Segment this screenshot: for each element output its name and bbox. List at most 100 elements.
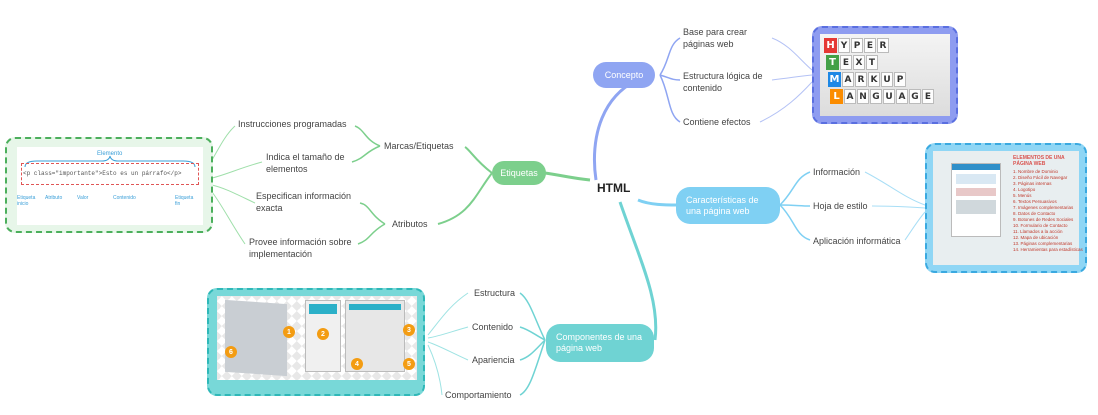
node-marcas-etiquetas[interactable]: Marcas/Etiquetas [384, 141, 454, 151]
leaf-contiene-efectos[interactable]: Contiene efectos [683, 117, 751, 127]
mockup-header [952, 164, 1000, 170]
link-etiquetas-marcas [464, 146, 493, 174]
leaf-aplicacion[interactable]: Aplicación informática [813, 236, 901, 246]
link-comp-l2 [519, 326, 546, 341]
link-concepto-l3 [659, 74, 681, 123]
elements-list-item: 1. Nombre de Dominio [1013, 169, 1059, 174]
mockup-block [956, 188, 996, 196]
hypertext-letter: U [881, 72, 893, 87]
element-diagram-inner: Elemento <p class="importante">Esto es u… [17, 147, 203, 225]
elements-list-item: 12. Mapa de ubicación [1013, 235, 1059, 240]
element-brace [24, 155, 196, 168]
leaf-especifican[interactable]: Especifican información exacta [256, 191, 352, 213]
link-car-img-1 [864, 171, 926, 206]
elements-list-item: 5. Menús [1013, 193, 1032, 198]
browser-mockup [951, 163, 1001, 237]
leaf-instrucciones[interactable]: Instrucciones programadas [238, 119, 347, 129]
link-concepto-l2 [659, 74, 681, 81]
component-mid-header [309, 304, 337, 314]
link-center-concepto [592, 73, 651, 181]
link-etiquetas-atributos [437, 172, 493, 225]
component-badge: 4 [351, 358, 363, 370]
element-code-box [21, 163, 199, 185]
link-leaves-image-2 [211, 161, 263, 179]
hypertext-letter: R [877, 38, 889, 53]
component-badge: 5 [403, 358, 415, 370]
elements-list-item: 13. Páginas complementarias [1013, 241, 1073, 246]
component-panel-mid [305, 300, 341, 372]
leaf-comportamiento[interactable]: Comportamiento [445, 390, 512, 400]
leaf-contenido[interactable]: Contenido [472, 322, 514, 332]
leaf-base-paginas[interactable]: Base para crear páginas web [683, 27, 748, 49]
link-comp-img-3 [427, 341, 469, 361]
elements-list-title: ELEMENTOS DE UNA PÁGINA WEB [1013, 155, 1065, 167]
link-car-img-2 [871, 205, 926, 209]
link-leaves-image-4 [211, 191, 246, 245]
leaf-estructura[interactable]: Estructura [474, 288, 516, 298]
link-comp-img-1 [427, 292, 469, 336]
component-badge: 6 [225, 346, 237, 358]
hypertext-letter: E [840, 55, 852, 70]
link-comp-l1 [519, 292, 546, 341]
link-car-l3 [779, 204, 811, 241]
hypertext-initial: L [830, 89, 843, 104]
leaf-hoja-estilo[interactable]: Hoja de estilo [813, 201, 868, 211]
link-comp-img-4 [427, 344, 443, 396]
part-etiqueta-inicio: Etiqueta inicio [17, 195, 36, 207]
hypertext-letter: N [857, 89, 869, 104]
node-atributos[interactable]: Atributos [392, 219, 428, 229]
component-panel-left [225, 299, 287, 377]
elements-list-item: 4. Logotipo [1013, 187, 1036, 192]
leaf-estructura-logica[interactable]: Estructura lógica de contenido [683, 71, 763, 93]
branch-etiquetas[interactable]: Etiquetas [492, 161, 546, 185]
elements-list-image[interactable]: ELEMENTOS DE UNA PÁGINA WEB 1. Nombre de… [925, 143, 1087, 273]
link-center-caracteristicas [637, 198, 679, 207]
leaf-provee[interactable]: Provee información sobre implementación [249, 237, 352, 259]
link-comp-img-2 [427, 326, 469, 339]
link-car-img-3 [904, 211, 926, 241]
branch-caracteristicas[interactable]: Características de una página web [676, 187, 780, 224]
branch-concepto[interactable]: Concepto [593, 62, 655, 88]
link-concepto-l1 [659, 37, 681, 76]
link-concepto-img-1 [771, 37, 813, 71]
link-leaves-image-3 [211, 184, 256, 204]
branch-componentes[interactable]: Componentes de una página web [546, 324, 654, 362]
part-contenido: Contenido [113, 195, 136, 201]
link-atrib-provee [357, 223, 386, 245]
link-center-etiquetas [544, 171, 591, 182]
hypertext-letter: E [864, 38, 876, 53]
link-marcas-indica [351, 145, 381, 163]
mockup-block-2 [956, 200, 996, 214]
elements-list-inner: ELEMENTOS DE UNA PÁGINA WEB 1. Nombre de… [933, 151, 1083, 265]
link-concepto-img-3 [759, 81, 813, 123]
hypertext-letter: U [883, 89, 895, 104]
elements-list-item: 14. Herramientas para estadísticas [1013, 247, 1083, 252]
elements-list-item: 2. Diseño Fácil de Navegar [1013, 175, 1068, 180]
link-car-l1 [779, 171, 811, 206]
element-title: Elemento [97, 151, 123, 157]
mockup-banner [956, 174, 996, 184]
elements-list-item: 9. Botones de Redes Sociales [1013, 217, 1074, 222]
central-topic[interactable]: HTML [597, 181, 631, 195]
element-diagram-image[interactable]: Elemento <p class="importante">Esto es u… [5, 137, 213, 233]
link-center-componentes [618, 201, 658, 341]
link-comp-l4 [519, 339, 546, 396]
link-car-l2 [779, 204, 811, 207]
leaf-informacion[interactable]: Información [813, 167, 861, 177]
leaf-apariencia[interactable]: Apariencia [472, 355, 515, 365]
link-concepto-img-2 [771, 74, 813, 81]
hypertext-initial: H [824, 38, 837, 53]
leaf-indica-tamano[interactable]: Indica el tamaño de elementos [266, 152, 345, 174]
hypertext-letter: P [894, 72, 906, 87]
hypertext-letter: A [842, 72, 854, 87]
component-badge: 3 [403, 324, 415, 336]
hypertext-letter: Y [838, 38, 850, 53]
hypertext-letter: A [896, 89, 908, 104]
elements-list-item: 7. Imágenes complementarias [1013, 205, 1074, 210]
hypertext-letter: G [909, 89, 921, 104]
